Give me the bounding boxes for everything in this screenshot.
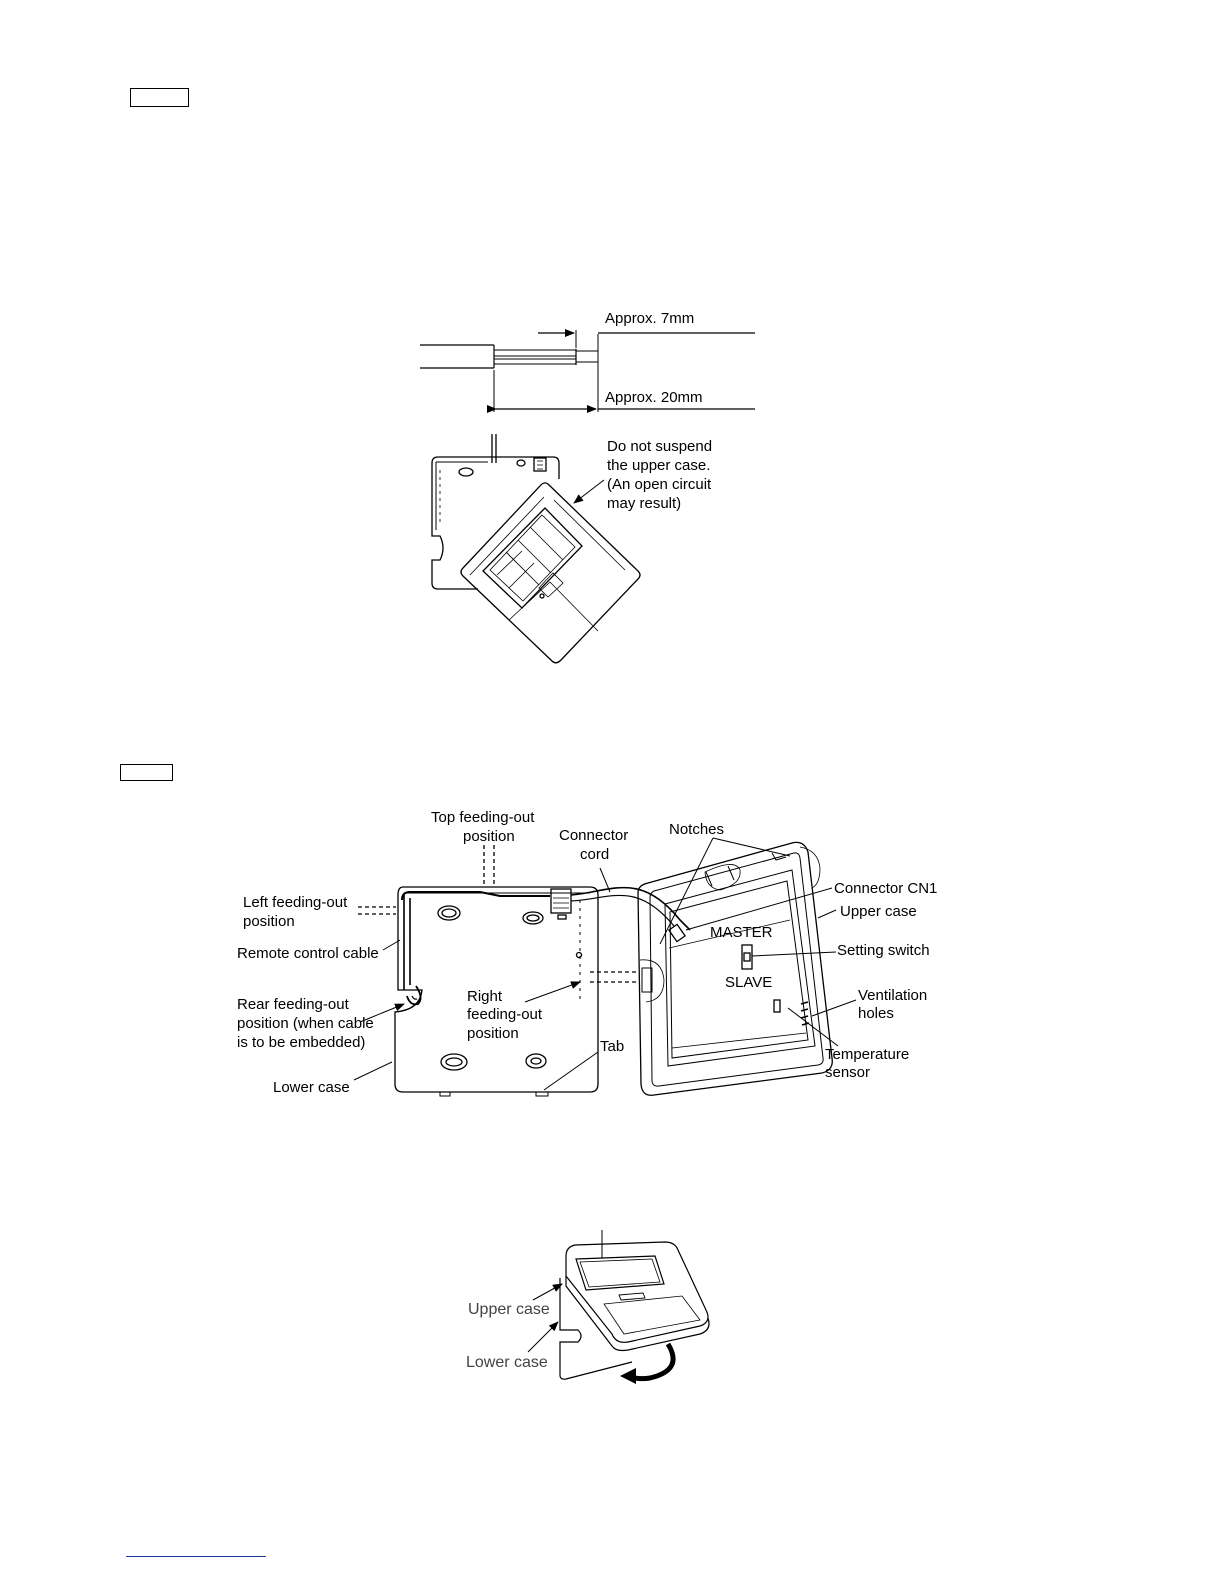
cable-strip-figure bbox=[420, 329, 755, 413]
right-feeding-out-label-2: feeding-out bbox=[467, 1006, 543, 1023]
right-feeding-out-label-1: Right bbox=[467, 988, 503, 1005]
upper-case-label: Upper case bbox=[840, 903, 917, 920]
rear-feeding-out-label-2: position (when cable bbox=[237, 1015, 374, 1032]
top-feeding-out-label-1: Top feeding-out bbox=[431, 809, 535, 826]
master-label: MASTER bbox=[710, 924, 773, 941]
tab-label: Tab bbox=[600, 1038, 624, 1055]
ventilation-holes-label-1: Ventilation bbox=[858, 987, 927, 1004]
temperature-sensor-label-1: Temperature bbox=[825, 1046, 909, 1063]
lower-case-label: Lower case bbox=[273, 1079, 350, 1096]
approx-7mm-label: Approx. 7mm bbox=[605, 310, 694, 327]
slave-label: SLAVE bbox=[725, 974, 772, 991]
warning-line-2: the upper case. bbox=[607, 457, 710, 474]
footer-link-rule bbox=[126, 1556, 266, 1557]
attach-case-figure bbox=[527, 1230, 710, 1384]
notches-label: Notches bbox=[669, 821, 724, 838]
suspend-warning-text: Do not suspend the upper case. (An open … bbox=[607, 438, 712, 512]
connector-cord-label-1: Connector bbox=[559, 827, 628, 844]
warning-line-3: (An open circuit bbox=[607, 476, 712, 493]
approx-20mm-label: Approx. 20mm bbox=[605, 389, 703, 406]
wiring-layout-labels: Top feeding-out position Connector cord … bbox=[237, 809, 937, 1096]
suspend-warning-figure bbox=[431, 434, 641, 664]
attach-lower-case-label: Lower case bbox=[466, 1354, 548, 1371]
rear-feeding-out-label-1: Rear feeding-out bbox=[237, 996, 350, 1013]
section-marker-box-1 bbox=[130, 88, 189, 107]
warning-line-4: may result) bbox=[607, 495, 681, 512]
left-feeding-out-label-2: position bbox=[243, 913, 295, 930]
rear-feeding-out-label-3: is to be embedded) bbox=[237, 1034, 365, 1051]
left-feeding-out-label-1: Left feeding-out bbox=[243, 894, 348, 911]
connector-cord-label-2: cord bbox=[580, 846, 609, 863]
temperature-sensor-label-2: sensor bbox=[825, 1064, 870, 1081]
right-feeding-out-label-3: position bbox=[467, 1025, 519, 1042]
setting-switch-label: Setting switch bbox=[837, 942, 930, 959]
section-marker-box-2 bbox=[120, 764, 173, 781]
wiring-layout-figure bbox=[353, 837, 857, 1097]
remote-control-cable-label: Remote control cable bbox=[237, 945, 379, 962]
top-feeding-out-label-2: position bbox=[463, 828, 515, 845]
attach-upper-case-label: Upper case bbox=[468, 1301, 550, 1318]
warning-line-1: Do not suspend bbox=[607, 438, 712, 455]
ventilation-holes-label-2: holes bbox=[858, 1005, 894, 1022]
connector-cn1-label: Connector CN1 bbox=[834, 880, 937, 897]
